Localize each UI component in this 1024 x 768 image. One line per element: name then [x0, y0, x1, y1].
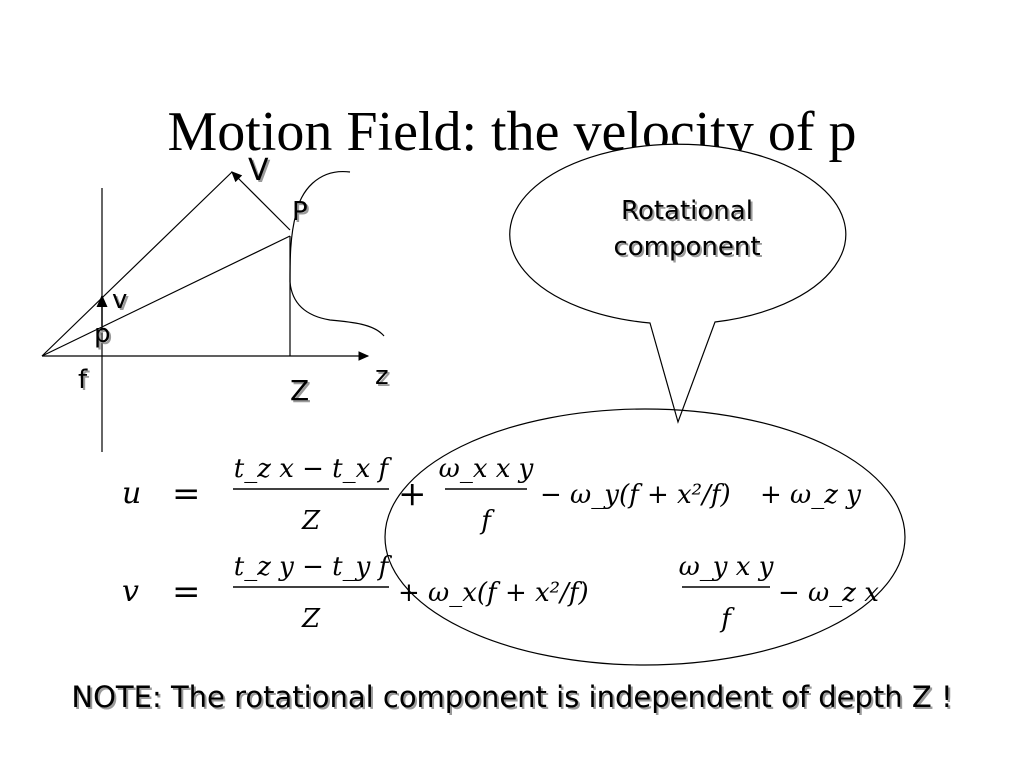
label-P-shadow: P — [294, 199, 310, 229]
label-z-shadow: z — [377, 363, 391, 393]
label-v-shadow: v — [114, 287, 129, 317]
footnote-note: NOTE: The rotational component is indepe… — [71, 680, 953, 714]
eq2-term4: − ω_z x — [778, 578, 879, 608]
label-f-shadow: f — [80, 367, 90, 397]
projection-diagram: V V P P v v p p f f Z Z z z — [41, 153, 391, 452]
rotational-terms-ellipse — [384, 408, 906, 666]
callout-line2: component — [613, 232, 760, 262]
callout-line1: Rotational — [621, 196, 753, 226]
eq1-frac2-den: f — [479, 506, 495, 536]
eq1-term3: − ω_y(f + x²/f) — [540, 480, 731, 510]
callout-line2-shadow: component — [615, 234, 762, 264]
eq2-frac3-num: ω_y x y — [679, 552, 774, 582]
callout-line1-shadow: Rotational — [623, 198, 755, 228]
label-p-shadow: p — [96, 321, 113, 351]
label-Z: Z — [290, 374, 309, 407]
eq2-frac1-num: t_z y − t_y f — [234, 552, 393, 582]
label-V: V — [248, 153, 269, 188]
label-v: v — [112, 285, 127, 315]
eq1-frac1-num: t_z x − t_x f — [234, 454, 393, 484]
eq2-frac1-den: Z — [301, 604, 321, 634]
eq1-equals: = — [172, 474, 201, 514]
equation-v: v = t_z y − t_y f Z + ω_x(f + x²/f) ω_y … — [122, 552, 879, 634]
projection-ray-P — [41, 235, 291, 357]
eq1-frac2-num: ω_x x y — [439, 454, 534, 484]
label-V-shadow: V — [250, 155, 271, 190]
callout-bubble — [509, 143, 847, 424]
label-P: P — [292, 197, 308, 227]
velocity-vector-V — [231, 171, 291, 231]
eq2-term2: + ω_x(f + x²/f) — [398, 578, 589, 608]
eq1-lhs: u — [122, 476, 141, 511]
eq2-equals: = — [172, 572, 201, 612]
label-p: p — [94, 319, 111, 349]
eq2-frac3-den: f — [719, 604, 735, 634]
label-f: f — [78, 365, 88, 395]
eq2-lhs: v — [122, 574, 139, 609]
eq1-plus: + — [398, 474, 427, 514]
projection-ray-V — [41, 171, 233, 357]
label-z: z — [375, 361, 389, 391]
label-Z-shadow: Z — [292, 376, 311, 409]
eq1-frac1-den: Z — [301, 506, 321, 536]
object-surface-curve — [289, 171, 385, 337]
eq1-term4: + ω_z y — [760, 480, 861, 510]
equation-u: u = t_z x − t_x f Z + ω_x x y f − ω_y(f … — [122, 454, 861, 536]
rotational-callout: Rotational Rotational component componen… — [509, 143, 847, 424]
